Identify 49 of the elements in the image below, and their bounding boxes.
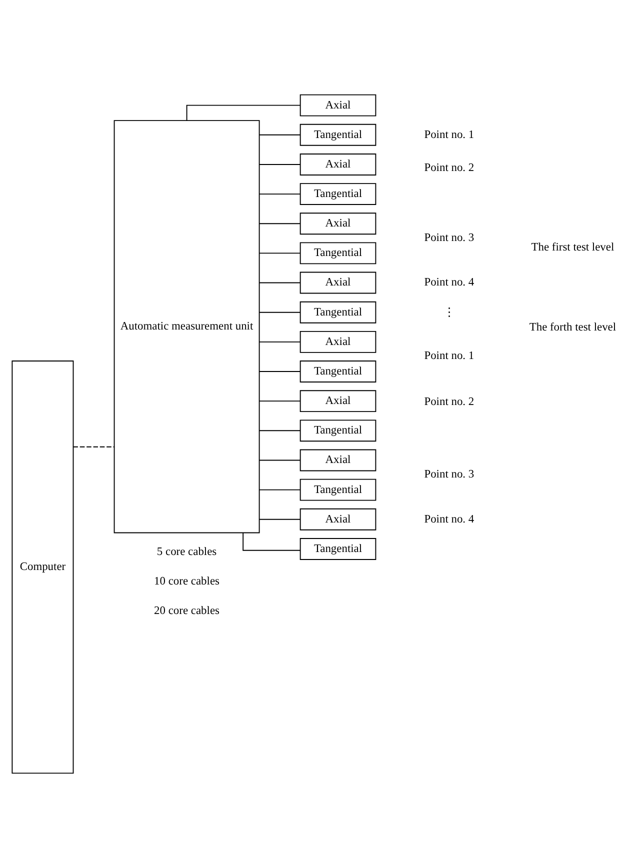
label: Point no. 1 — [424, 350, 474, 362]
node-box: Tangential — [300, 123, 376, 146]
label: 20 core cables — [154, 604, 220, 616]
node-box: Axial — [300, 94, 376, 116]
label: Point no. 4 — [424, 276, 474, 288]
node-box: Tangential — [300, 182, 376, 205]
node-box: Tangential — [300, 538, 376, 560]
label: Point no. 1 — [424, 128, 474, 140]
node-box: Axial — [300, 212, 376, 234]
connector — [258, 134, 301, 135]
connector — [258, 400, 301, 402]
node-box: Tangential — [300, 478, 376, 500]
label: Point no. 2 — [424, 395, 474, 408]
label: 5 core cables — [156, 545, 217, 558]
label: 10 core cables — [154, 574, 220, 587]
connector — [258, 163, 301, 164]
node-box: Computer — [12, 360, 74, 774]
label: Point no. 3 — [424, 231, 474, 244]
node-box: Axial — [300, 390, 376, 412]
node-box: Automatic measurement unit — [114, 120, 260, 533]
connector — [258, 282, 301, 283]
node-box: Tangential — [300, 360, 376, 382]
connector — [258, 459, 301, 460]
connector — [72, 446, 115, 447]
label: Point no. 2 — [424, 162, 474, 174]
connector — [258, 340, 301, 342]
connector — [258, 222, 301, 224]
node-box: Axial — [300, 271, 376, 294]
node-box: Axial — [300, 330, 376, 352]
node-box: Tangential — [300, 242, 376, 264]
label: The forth test level — [529, 321, 616, 334]
label: Point no. 4 — [424, 512, 474, 525]
label: ⋮ — [444, 306, 455, 318]
connector — [186, 104, 301, 120]
label: Point no. 3 — [424, 468, 474, 480]
connector — [258, 430, 301, 431]
node-box: Tangential — [300, 419, 376, 442]
label: The first test level — [531, 240, 614, 253]
connector — [258, 518, 301, 520]
node-box: Axial — [300, 153, 376, 175]
connector — [242, 532, 301, 550]
node-box: Axial — [300, 448, 376, 471]
connector — [258, 193, 301, 194]
node-box: Tangential — [300, 300, 376, 323]
connector — [258, 488, 301, 490]
node-box: Axial — [300, 508, 376, 530]
connector — [258, 252, 301, 254]
connector — [258, 370, 301, 372]
connector — [258, 311, 301, 312]
